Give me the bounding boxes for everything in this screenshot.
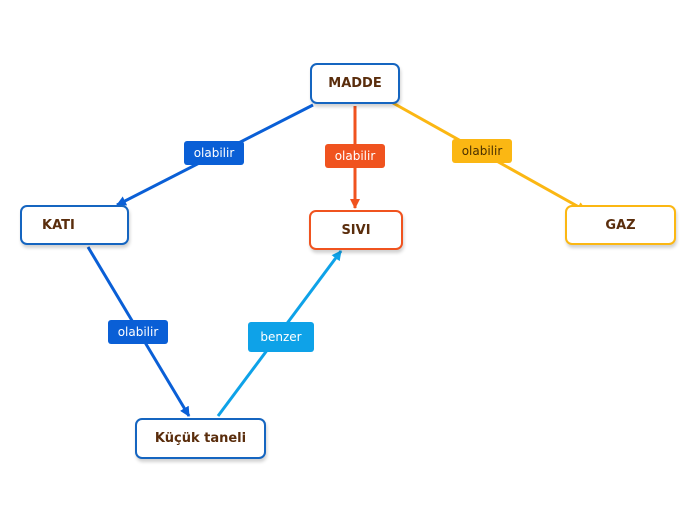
node-gaz[interactable]: GAZ <box>565 205 676 245</box>
node-kucuk-taneli[interactable]: Küçük taneli <box>135 418 266 459</box>
link-label-kati-kucuk: olabilir <box>108 320 168 344</box>
node-kati[interactable]: KATI <box>20 205 129 245</box>
node-sivi[interactable]: SIVI <box>309 210 403 250</box>
node-madde[interactable]: MADDE <box>310 63 400 104</box>
link-label-madde-gaz: olabilir <box>452 139 512 163</box>
link-label-madde-kati: olabilir <box>184 141 244 165</box>
link-label-madde-sivi: olabilir <box>325 144 385 168</box>
link-label-kucuk-sivi: benzer <box>248 322 314 352</box>
